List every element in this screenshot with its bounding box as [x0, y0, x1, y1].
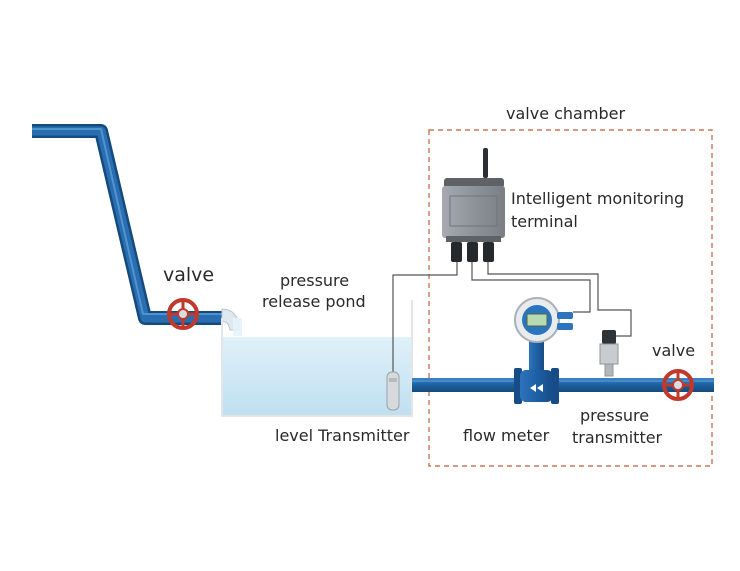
pond-label-line1: pressure [280, 271, 349, 290]
valve-right-label: valve [652, 341, 695, 360]
level-transmitter-cable [392, 262, 458, 372]
pressure-release-pond [221, 300, 413, 417]
valve-left-label: valve [163, 264, 214, 286]
terminal-to-pressure-cable [487, 262, 632, 337]
pressure-transmitter-label-line2: transmitter [572, 428, 663, 447]
level-transmitter-probe-icon [386, 371, 400, 411]
level-transmitter-label: level Transmitter [275, 426, 410, 445]
terminal-to-flowmeter-cable [471, 262, 591, 313]
valve-chamber-label: valve chamber [506, 104, 625, 123]
valve-chamber-boundary [428, 129, 713, 467]
inlet-pipe [32, 124, 222, 325]
pond-inlet-spout [221, 308, 242, 336]
monitoring-terminal-icon [442, 148, 505, 262]
valve-handwheel-icon [662, 369, 694, 401]
pressure-transmitter-icon [599, 330, 619, 377]
terminal-label-line2: terminal [511, 212, 578, 231]
pond-label-line2: release pond [262, 292, 366, 311]
terminal-label-line1: Intelligent monitoring [511, 189, 684, 208]
flow-meter-label: flow meter [463, 426, 550, 445]
flow-meter-icon [514, 297, 573, 404]
valve-handwheel-icon [167, 298, 199, 330]
pressure-transmitter-label-line1: pressure [580, 406, 649, 425]
